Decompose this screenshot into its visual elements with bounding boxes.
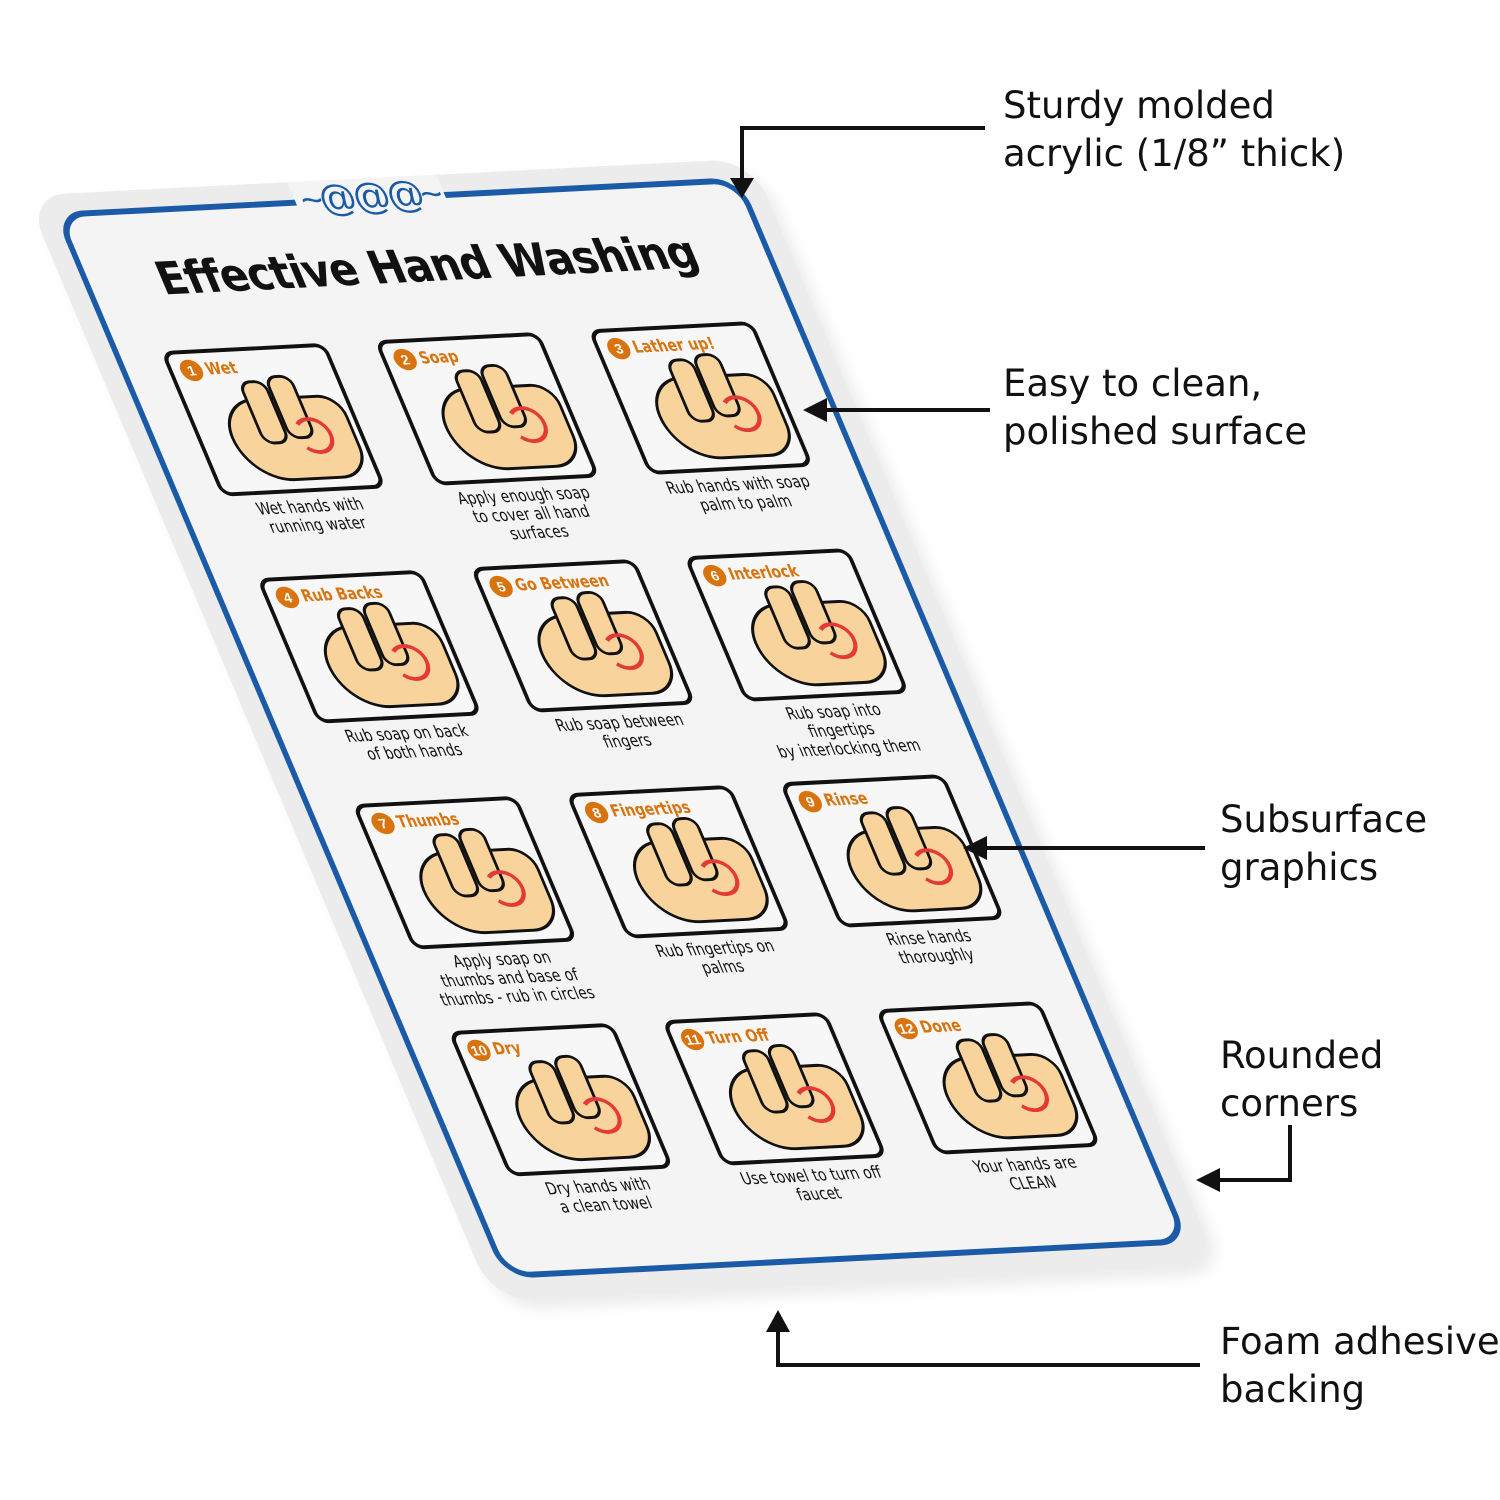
arrowhead-icon xyxy=(730,178,754,198)
backing-callout-line xyxy=(776,1330,1200,1367)
arrowhead-icon xyxy=(963,836,987,860)
callout-corners: Rounded corners xyxy=(1220,1034,1384,1125)
corners-callout-line xyxy=(1218,1125,1292,1182)
callout-surface: Easy to clean, polished surface xyxy=(1003,362,1308,453)
arrowhead-icon xyxy=(766,1310,790,1332)
callout-graphics: Subsurface graphics xyxy=(1220,798,1428,889)
arrowhead-icon xyxy=(803,398,827,422)
arrowhead-icon xyxy=(1196,1168,1220,1192)
callout-acrylic: Sturdy molded acrylic (1/8” thick) xyxy=(1003,84,1346,175)
acrylic-callout-line xyxy=(740,126,985,180)
callout-backing: Foam adhesive backing xyxy=(1220,1320,1500,1411)
